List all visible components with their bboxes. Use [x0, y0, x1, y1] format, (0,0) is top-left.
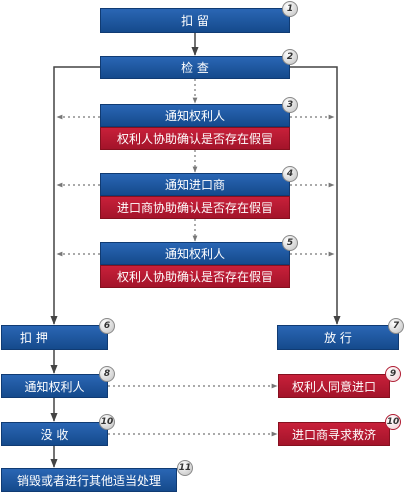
step-8-badge: 8	[99, 366, 115, 382]
detain-box: 扣 留	[100, 8, 290, 33]
notify-holder-2-box: 通知权利人	[100, 242, 290, 265]
inspect-label: 检 查	[181, 61, 209, 75]
notify-importer-sub-label: 进口商协助确认是否存在假冒	[116, 201, 273, 215]
notify-holder-2-sub-box: 权利人协助确认是否存在假冒	[100, 265, 290, 288]
notify-holder-1-label: 通知权利人	[164, 109, 225, 123]
notify-holder-1-box: 通知权利人	[100, 104, 290, 127]
step-1-badge: 1	[282, 1, 298, 17]
step-2-badge: 2	[282, 49, 298, 65]
notify-holder-3-box: 通知权利人	[1, 374, 108, 398]
step-6-badge: 6	[99, 318, 115, 334]
destroy-box: 销毁或者进行其他适当处理	[1, 468, 177, 492]
arrow-inspect-to-release	[290, 66, 341, 325]
importer-remedy-box: 进口商寻求救济	[278, 422, 390, 446]
release-box: 放 行	[277, 325, 399, 350]
notify-holder-2-label: 通知权利人	[164, 247, 225, 261]
step-3-badge: 3	[282, 97, 298, 113]
notify-holder-2-sub-label: 权利人协助确认是否存在假冒	[116, 270, 273, 284]
step-11-badge: 11	[177, 460, 193, 476]
arrow-inspect-to-seize	[50, 66, 100, 325]
seize-label: 扣 押	[20, 331, 48, 345]
confiscate-label: 没 收	[40, 427, 69, 442]
release-label: 放 行	[324, 331, 352, 345]
notify-holder-3-label: 通知权利人	[24, 379, 85, 394]
notify-holder-1-sub-box: 权利人协助确认是否存在假冒	[100, 127, 290, 150]
detain-label: 扣 留	[181, 14, 209, 28]
step-7-badge: 7	[388, 318, 404, 334]
notify-importer-label: 通知进口商	[164, 178, 225, 192]
notify-holder-1-sub-label: 权利人协助确认是否存在假冒	[116, 132, 273, 146]
step-4-badge: 4	[282, 166, 298, 182]
holder-agrees-box: 权利人同意进口	[278, 374, 390, 398]
destroy-label: 销毁或者进行其他适当处理	[16, 473, 161, 488]
notify-importer-sub-box: 进口商协助确认是否存在假冒	[100, 196, 290, 219]
step-5-badge: 5	[282, 235, 298, 251]
notify-importer-box: 通知进口商	[100, 173, 290, 196]
seize-box: 扣 押	[1, 325, 108, 350]
importer-remedy-label: 进口商寻求救济	[291, 427, 376, 442]
step-9-badge: 9	[385, 366, 401, 382]
inspect-box: 检 查	[100, 56, 290, 79]
step-10-badge: 10	[99, 414, 115, 430]
confiscate-box: 没 收	[1, 422, 108, 446]
step-10-remedy-badge: 10	[385, 414, 401, 430]
holder-agrees-label: 权利人同意进口	[291, 379, 376, 394]
